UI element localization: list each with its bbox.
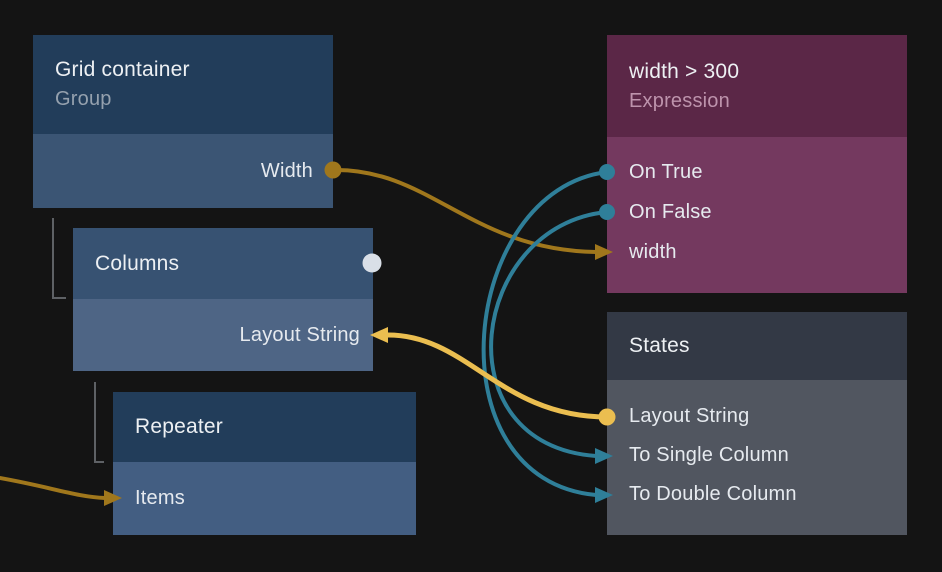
tree-line-grid-to-columns [52, 218, 66, 299]
node-columns-header[interactable]: Columns [73, 228, 373, 299]
node-repeater[interactable]: Repeater Items [113, 392, 416, 535]
tree-line-columns-to-repeater [94, 382, 104, 463]
port-label: Items [135, 487, 185, 509]
port-label: Width [260, 159, 313, 182]
node-columns[interactable]: Columns Layout String [73, 228, 373, 371]
port-width-input[interactable]: width [607, 232, 907, 272]
port-label: Layout String [239, 323, 360, 346]
wire-on-false-to-single-column[interactable] [489, 210, 608, 458]
port-label: On False [629, 200, 712, 223]
node-title: Columns [95, 251, 180, 275]
port-layout-string-output[interactable]: Layout String [607, 397, 907, 436]
port-label: width [629, 240, 677, 263]
port-on-true-output[interactable]: On True [607, 152, 907, 192]
port-to-double-column-input[interactable]: To Double Column [607, 475, 907, 514]
node-subtitle: Group [55, 88, 112, 110]
node-grid-container[interactable]: Grid container Group Width [33, 35, 333, 208]
wire-offscreen-to-items[interactable] [0, 475, 106, 500]
node-repeater-body: Items [113, 462, 416, 535]
port-to-single-column-input[interactable]: To Single Column [607, 436, 907, 475]
port-label: To Single Column [629, 444, 789, 466]
port-label: To Double Column [629, 483, 797, 505]
port-label: Layout String [629, 405, 750, 427]
port-width-output[interactable]: Width [261, 160, 313, 183]
node-subtitle: Expression [629, 89, 730, 112]
node-title: width > 300 [629, 59, 740, 83]
port-on-false-output[interactable]: On False [607, 192, 907, 232]
node-expression-header[interactable]: width > 300 Expression [607, 35, 907, 137]
node-title: States [629, 334, 690, 357]
node-title: Repeater [135, 415, 223, 438]
port-layout-string-input[interactable]: Layout String [240, 324, 360, 347]
node-expression-body: On True On False width [607, 137, 907, 293]
wire-layout-string-to-columns[interactable] [387, 332, 608, 420]
node-states-body: Layout String To Single Column To Double… [607, 380, 907, 535]
node-columns-body: Layout String [73, 299, 373, 371]
port-label: On True [629, 160, 703, 183]
node-expression[interactable]: width > 300 Expression On True On False … [607, 35, 907, 293]
wire-on-true-to-double-column[interactable] [481, 170, 608, 497]
port-items-input[interactable]: Items [135, 487, 185, 510]
node-states[interactable]: States Layout String To Single Column To… [607, 312, 907, 535]
node-title: Grid container [55, 58, 190, 81]
node-grid-container-body: Width [33, 134, 333, 208]
node-grid-container-header[interactable]: Grid container Group [33, 35, 333, 134]
node-states-header[interactable]: States [607, 312, 907, 380]
node-repeater-header[interactable]: Repeater [113, 392, 416, 462]
